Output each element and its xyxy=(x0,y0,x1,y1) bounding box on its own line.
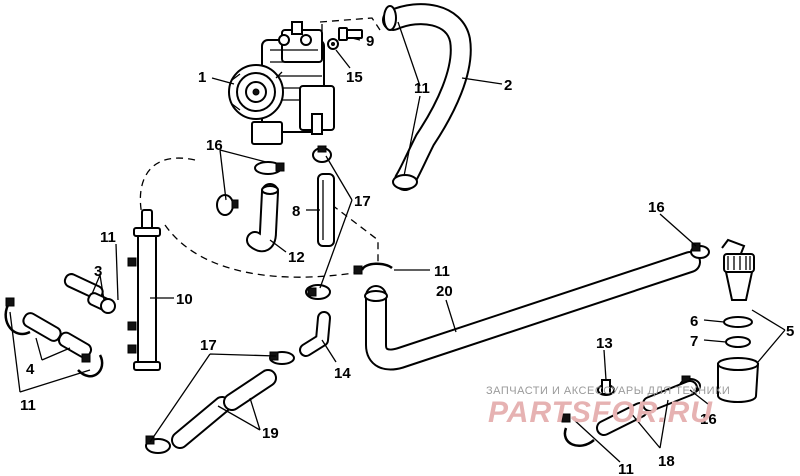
fuel-hose-upper xyxy=(382,3,472,191)
label-17-upper: 17 xyxy=(354,193,371,210)
watermark: ЗАПЧАСТИ И АКСЕССУАРЫ ДЛЯ ТЕХНИКИ PARTSF… xyxy=(486,385,730,429)
label-18: 18 xyxy=(658,453,675,470)
label-20: 20 xyxy=(436,283,453,300)
label-2: 2 xyxy=(504,77,512,94)
label-13: 13 xyxy=(596,335,613,352)
label-16-lower: 16 xyxy=(700,411,717,428)
label-16-right: 16 xyxy=(648,199,665,216)
elbow-hose xyxy=(246,183,279,253)
clamp-middle xyxy=(305,284,331,300)
label-11-middle: 11 xyxy=(434,263,450,280)
screw xyxy=(338,27,363,41)
clamp-center xyxy=(353,262,393,275)
label-5: 5 xyxy=(786,323,794,340)
watermark-caption: ЗАПЧАСТИ И АКСЕССУАРЫ ДЛЯ ТЕХНИКИ xyxy=(486,385,730,397)
hose-pair-lower xyxy=(171,369,277,449)
label-10: 10 xyxy=(176,291,193,308)
fuel-filter-tube xyxy=(127,209,161,371)
label-16-upper: 16 xyxy=(206,137,223,154)
label-11-lower-right: 11 xyxy=(618,461,634,476)
label-11-left-lower: 11 xyxy=(20,397,36,414)
label-12: 12 xyxy=(288,249,305,266)
label-11-left-upper: 11 xyxy=(100,229,116,246)
label-1: 1 xyxy=(198,69,206,86)
label-3: 3 xyxy=(94,263,102,280)
straight-hose xyxy=(317,173,335,247)
label-9: 9 xyxy=(366,33,374,50)
fuel-hose-long xyxy=(364,251,701,371)
label-19: 19 xyxy=(262,425,279,442)
label-6: 6 xyxy=(690,313,698,330)
clamp-right-upper xyxy=(690,242,710,259)
clamp-pair-upper xyxy=(216,145,332,216)
washer xyxy=(327,38,339,50)
label-11-top: 11 xyxy=(414,80,430,97)
watermark-logo: PARTSFOR.RU xyxy=(488,396,713,429)
hose-sleeves xyxy=(22,312,93,359)
hose-clamp-upper xyxy=(383,5,418,190)
fittings-lower-right xyxy=(561,375,701,447)
elbow-fitting xyxy=(299,311,331,357)
label-14: 14 xyxy=(334,365,351,382)
part-number-labels: 1 2 9 15 11 16 17 8 12 11 3 10 4 11 11 2… xyxy=(20,33,794,476)
fitting-pair xyxy=(63,273,116,314)
label-8: 8 xyxy=(292,203,300,220)
fuel-pump xyxy=(228,21,335,145)
label-17-lower: 17 xyxy=(200,337,217,354)
label-4: 4 xyxy=(26,361,35,378)
leader-lines xyxy=(9,21,786,463)
fuel-filter-assembly xyxy=(717,238,760,403)
label-15: 15 xyxy=(346,69,363,86)
label-7: 7 xyxy=(690,333,698,350)
